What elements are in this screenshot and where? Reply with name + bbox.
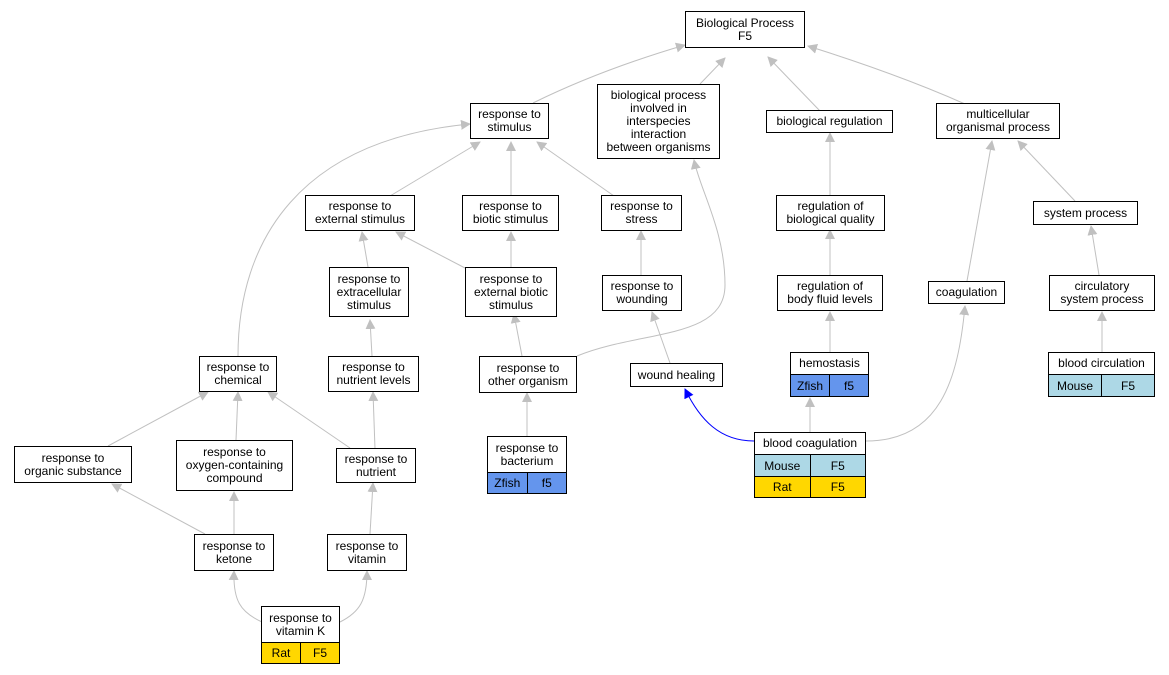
root-title: Biological Process: [695, 15, 795, 30]
node-hemostasis[interactable]: hemostasis: [790, 352, 869, 375]
edge-vitamink-ketone: [228, 570, 263, 623]
node-response-to-organic-substance[interactable]: response to organic substance: [14, 446, 132, 483]
node-bp-interspecies[interactable]: biological process involved in interspec…: [597, 84, 720, 159]
edge-otherorg-extbiotic: [510, 313, 523, 357]
vitamin-k-gene-f5[interactable]: F5: [301, 642, 340, 664]
edge-bioreg-root: [767, 56, 821, 112]
edge-woundhealing-wounding: [650, 311, 671, 364]
bacterium-gene-f5[interactable]: f5: [527, 472, 567, 494]
blood-coagulation-annotation-row-1: Mouse F5: [754, 454, 866, 477]
edge-ketone-organic: [111, 483, 206, 535]
node-response-to-chemical[interactable]: response to chemical: [199, 356, 277, 392]
blood-coagulation-gene-f5-mouse[interactable]: F5: [810, 454, 866, 477]
edge-system-multicell: [1017, 140, 1076, 202]
edge-nutrientlevels-extracell: [365, 319, 376, 357]
node-regulation-of-biological-quality[interactable]: regulation of biological quality: [776, 195, 885, 231]
node-response-to-extracellular-stimulus[interactable]: response to extracellular stimulus: [329, 267, 409, 317]
node-response-to-nutrient-levels[interactable]: response to nutrient levels: [328, 356, 419, 392]
node-response-to-ketone[interactable]: response to ketone: [194, 534, 274, 571]
node-response-to-external-biotic-stimulus[interactable]: response to external biotic stimulus: [465, 267, 557, 317]
blood-coagulation-species-mouse[interactable]: Mouse: [754, 454, 811, 477]
node-response-to-vitamin[interactable]: response to vitamin: [327, 534, 407, 571]
edge-extbiotic-extstim: [395, 231, 466, 269]
edge-chemical-stimulus: [237, 119, 471, 357]
node-multicellular-organismal-process[interactable]: multicellular organismal process: [936, 103, 1060, 139]
edge-stress-stimulus: [536, 141, 615, 197]
blood-circulation-annotation-row: Mouse F5: [1048, 374, 1155, 397]
edge-bloodcoag-woundhealing: [684, 388, 755, 442]
edge-vitamin-nutrient: [367, 482, 378, 535]
edge-extracell-extstim: [358, 231, 369, 268]
node-biological-regulation[interactable]: biological regulation: [766, 110, 893, 133]
edge-circsys-system: [1087, 225, 1100, 276]
blood-coagulation-gene-f5-rat[interactable]: F5: [810, 476, 866, 498]
edge-nutrient-nutrientlevels: [368, 391, 379, 450]
edge-extstim-stimulus: [389, 141, 481, 197]
edge-vitamink-vitamin: [339, 570, 372, 623]
node-response-to-stimulus[interactable]: response to stimulus: [470, 103, 549, 139]
node-wound-healing[interactable]: wound healing: [630, 363, 723, 387]
node-response-to-bacterium[interactable]: response to bacterium: [487, 436, 567, 473]
node-coagulation[interactable]: coagulation: [928, 281, 1005, 304]
hemostasis-gene-f5[interactable]: f5: [830, 374, 869, 397]
node-response-to-stress[interactable]: response to stress: [601, 195, 682, 231]
root-gene: F5: [737, 28, 752, 43]
node-response-to-biotic-stimulus[interactable]: response to biotic stimulus: [462, 195, 559, 231]
hemostasis-annotation-row: Zfish f5: [790, 374, 869, 397]
edge-organic-chemical: [107, 391, 209, 447]
edge-oxygen-chemical: [232, 391, 243, 441]
node-response-to-wounding[interactable]: response to wounding: [602, 275, 682, 311]
edge-otherorg-interspecies: [576, 159, 726, 357]
node-system-process[interactable]: system process: [1033, 201, 1138, 225]
edge-multicell-root: [807, 43, 966, 105]
node-response-to-oxygen-containing-compound[interactable]: response to oxygen-containing compound: [176, 440, 293, 491]
edge-coag-multicell: [966, 140, 996, 282]
node-blood-circulation[interactable]: blood circulation: [1048, 352, 1155, 375]
edge-stimulus-root: [532, 42, 686, 104]
node-response-to-vitamin-k[interactable]: response to vitamin K: [261, 606, 340, 643]
edge-nutrient-chemical: [267, 391, 351, 449]
hemostasis-species-zfish[interactable]: Zfish: [790, 374, 830, 397]
blood-circulation-gene-f5[interactable]: F5: [1102, 374, 1155, 397]
node-response-to-nutrient[interactable]: response to nutrient: [336, 448, 416, 483]
node-response-to-external-stimulus[interactable]: response to external stimulus: [305, 195, 415, 231]
vitamin-k-annotation-row: Rat F5: [261, 642, 340, 664]
node-regulation-of-body-fluid-levels[interactable]: regulation of body fluid levels: [777, 275, 883, 311]
edge-bloodcoag-coag: [865, 305, 970, 442]
blood-coagulation-annotation-row-2: Rat F5: [754, 476, 866, 498]
blood-circulation-species-mouse[interactable]: Mouse: [1048, 374, 1102, 397]
node-circulatory-system-process[interactable]: circulatory system process: [1049, 275, 1155, 311]
blood-coagulation-species-rat[interactable]: Rat: [754, 476, 811, 498]
vitamin-k-species-rat[interactable]: Rat: [261, 642, 301, 664]
node-response-to-other-organism[interactable]: response to other organism: [479, 356, 577, 393]
edge-interspecies-root: [699, 57, 726, 85]
node-blood-coagulation[interactable]: blood coagulation: [754, 432, 866, 455]
bacterium-annotation-row: Zfish f5: [487, 472, 567, 494]
bacterium-species-zfish[interactable]: Zfish: [487, 472, 528, 494]
